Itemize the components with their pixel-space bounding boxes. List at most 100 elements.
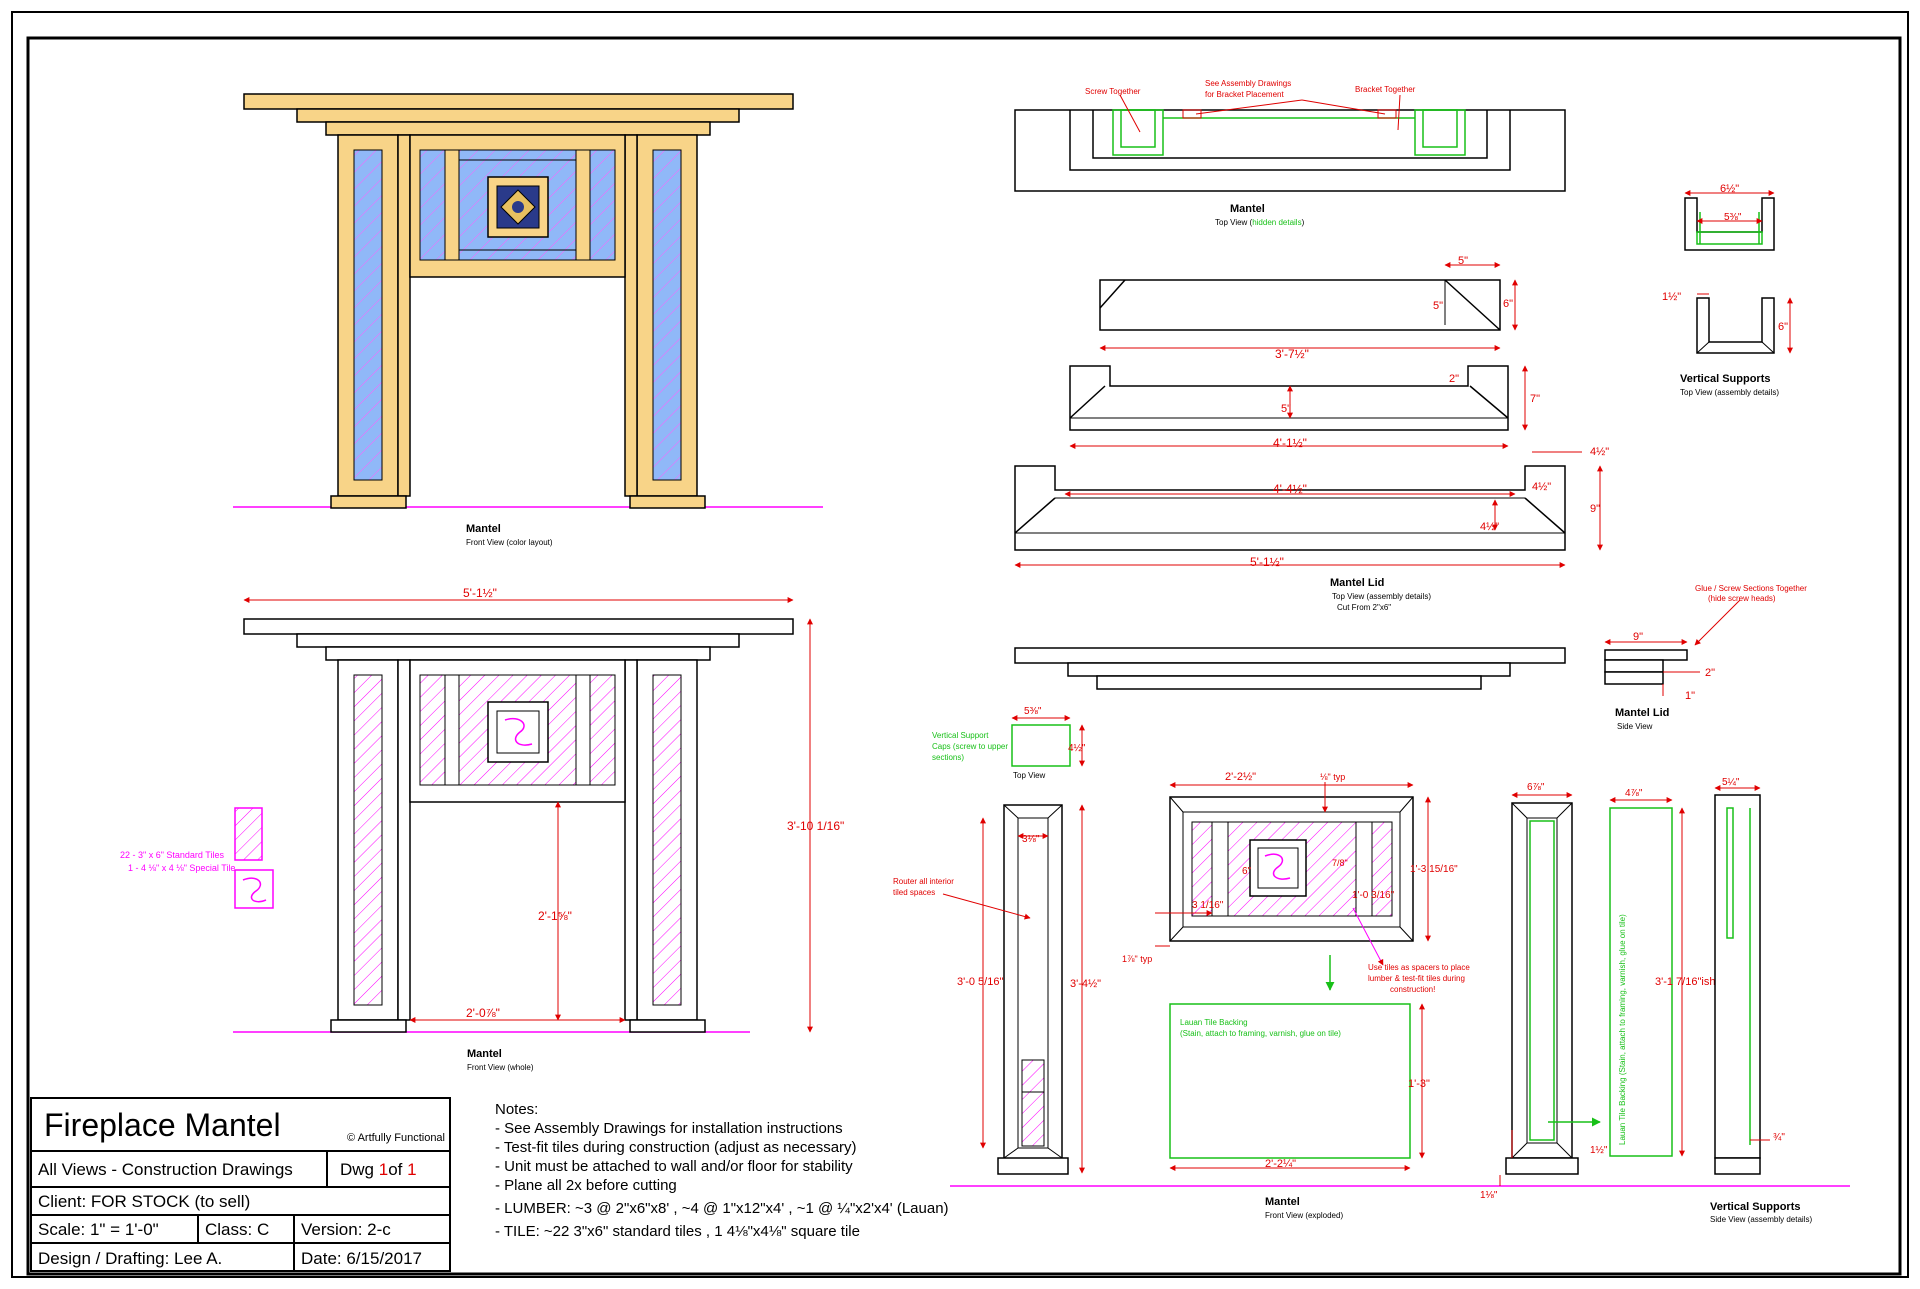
note-item: - Plane all 2x before cutting: [495, 1177, 677, 1194]
dim-vs-top-depth: 6": [1778, 321, 1788, 333]
dim-col-inner-w: 3⅛": [1022, 834, 1040, 845]
dim-lid1-tab-w: 5": [1458, 255, 1468, 267]
dim-vs3-top: 4⅞": [1625, 788, 1643, 799]
note-lauan-1: Lauan Tile Backing: [1180, 1018, 1248, 1027]
note-cap-3: sections): [932, 753, 964, 762]
vs-top-subtitle: Top View (assembly details): [1680, 388, 1779, 397]
top-view-subtitle: Top View (hidden details): [1215, 218, 1305, 227]
dim-panel-w: 2'-2½": [1225, 771, 1256, 783]
dim-panel-bottom: 1⅞" typ: [1122, 954, 1152, 964]
dim-vs2-top: 6⅞": [1527, 782, 1545, 793]
mantel-side-view: 9" 2" 1" Glue / Screw Sections Together …: [1014, 584, 1807, 731]
outer-border: [11, 11, 1909, 1278]
dim-col-outer-h: 3'-4½": [1070, 978, 1101, 990]
dim-side-1: 1": [1685, 690, 1695, 702]
dim-lid1-tab-h: 5": [1433, 300, 1443, 312]
note-cap-2: Caps (screw to upper: [932, 742, 1008, 751]
dim-vs4-top: 5¼": [1722, 776, 1740, 788]
note-cap-1: Vertical Support: [932, 731, 989, 740]
note-item: - TILE: ~22 3"x6" standard tiles , 1 4⅛"…: [495, 1223, 860, 1240]
exploded-subtitle: Front View (exploded): [1265, 1211, 1343, 1220]
front-whole-subtitle: Front View (whole): [467, 1063, 534, 1072]
dim-lid2-len: 4'-1½": [1273, 436, 1307, 450]
lid-side-title: Mantel Lid: [1615, 707, 1669, 719]
note-screw-together: Screw Together: [1085, 87, 1141, 96]
note-spacer-2: lumber & test-fit tiles during: [1368, 974, 1465, 983]
dim-vs-top-inner: 5⅜": [1724, 212, 1742, 223]
note-router-1: Router all interior: [893, 877, 954, 886]
note-item: - See Assembly Drawings for installation…: [495, 1120, 843, 1137]
dim-col-inner-h: 3'-0 5/16": [957, 976, 1003, 988]
vs-top-title: Vertical Supports: [1680, 373, 1770, 385]
dim-backing-w: 2'-2¼": [1265, 1158, 1296, 1170]
note-glue-screw-2: (hide screw heads): [1708, 594, 1776, 603]
vertical-supports-top-view: 6½" 5⅜" 1½" 6" Vertical Supports Top Vie…: [1662, 183, 1793, 397]
client-field: Client: FOR STOCK (to sell): [38, 1191, 251, 1211]
front-color-title: Mantel: [466, 523, 501, 535]
dim-vs3-h: 3'-1 7/16"ish: [1655, 976, 1715, 988]
dim-side-2: 2": [1705, 667, 1715, 679]
copyright-note: © Artfully Functional: [347, 1132, 445, 1144]
vs-side-title: Vertical Supports: [1710, 1201, 1800, 1213]
mantel-lid-top-view: 5" 5" 6" 3'-7½" 2" 5" 7" 4'-1½" 4'-4½" 4…: [1014, 255, 1609, 612]
notes-heading: Notes:: [495, 1101, 539, 1118]
front-view-color: Mantel Front View (color layout): [233, 93, 823, 547]
tiles-note-2: 1 - 4 ⅛" x 4 ⅛" Special Tile: [128, 863, 235, 873]
dim-overall-width: 5'-1½": [463, 586, 497, 600]
note-item: - Test-fit tiles during construction (ad…: [495, 1139, 857, 1156]
title-block: Fireplace Mantel © Artfully Functional A…: [30, 1097, 451, 1272]
mantel-top-view: Screw Together See Assembly Drawings for…: [1014, 79, 1566, 227]
drawing-number: Dwg 1 of 1: [340, 1159, 417, 1179]
vs-side-subtitle: Side View (assembly details): [1710, 1215, 1812, 1224]
dim-opening-height: 2'-1⅝": [538, 909, 572, 923]
note-lauan-vertical: Lauan Tile Backing (Stain, attach to fra…: [1618, 914, 1627, 1145]
dim-lid3-right-mid: 4½": [1532, 481, 1551, 493]
exploded-title: Mantel: [1265, 1196, 1300, 1208]
note-see-assembly-1: See Assembly Drawings: [1205, 79, 1291, 88]
dim-panel-v: 1'-0 3/16": [1352, 890, 1395, 901]
dim-panel-gap: ⅛" typ: [1320, 772, 1345, 782]
date-field: Date: 6/15/2017: [301, 1248, 422, 1268]
tiles-note-1: 22 - 3" x 6" Standard Tiles: [120, 850, 224, 860]
dim-vs2-base-small: 1½": [1590, 1145, 1608, 1156]
scale-field: Scale: 1" = 1'-0": [32, 1216, 199, 1242]
note-spacer-3: construction!: [1390, 985, 1435, 994]
dim-panel-h: 1'-3 15/16": [1410, 864, 1458, 875]
dim-vs-top-wall: 1½": [1662, 291, 1681, 303]
lid-top-title: Mantel Lid: [1330, 577, 1384, 589]
lid-side-subtitle: Side View: [1617, 722, 1653, 731]
version-field: Version: 2-c: [301, 1219, 391, 1239]
note-router-2: tiled spaces: [893, 888, 935, 897]
class-field: Class: C: [199, 1216, 295, 1242]
note-spacer-1: Use tiles as spacers to place: [1368, 963, 1470, 972]
notes-block: Notes: - See Assembly Drawings for insta…: [495, 1100, 949, 1241]
dim-panel-tile: 6": [1242, 866, 1252, 877]
dim-side-width: 9": [1633, 631, 1643, 643]
front-whole-title: Mantel: [467, 1048, 502, 1060]
dim-lid3-depth: 9": [1590, 503, 1600, 515]
cap-top-subtitle: Top View: [1013, 771, 1046, 780]
drawing-title: Fireplace Mantel: [44, 1106, 281, 1143]
note-see-assembly-2: for Bracket Placement: [1205, 90, 1284, 99]
dim-lid3-left-low: 4½": [1480, 521, 1499, 533]
dim-vs-top-width: 6½": [1720, 183, 1739, 195]
note-bracket-together: Bracket Together: [1355, 85, 1416, 94]
dim-lid2-inner: 5": [1281, 403, 1291, 415]
dim-lid2-notch: 2": [1449, 373, 1459, 385]
design-field: Design / Drafting: Lee A.: [32, 1244, 295, 1272]
note-glue-screw-1: Glue / Screw Sections Together: [1695, 584, 1807, 593]
drawing-subtitle: All Views - Construction Drawings: [32, 1152, 328, 1186]
dim-overall-height: 3'-10 1/16": [787, 819, 844, 833]
top-view-title: Mantel: [1230, 203, 1265, 215]
dim-opening-width: 2'-0⅞": [466, 1006, 500, 1020]
inner-border: [26, 36, 1902, 1276]
dim-cap-d: 4½": [1068, 743, 1086, 754]
dim-backing-h: 1'-3": [1408, 1078, 1430, 1090]
dim-lid3-inner-len: 4'-4½": [1273, 482, 1307, 496]
front-color-subtitle: Front View (color layout): [466, 538, 553, 547]
exploded-front-view: 3⅛" 3'-0 5/16" 3'-4½" Router all interio…: [893, 771, 1850, 1224]
dim-lid1-depth: 6": [1503, 298, 1513, 310]
dim-vs2-bottom-small: 1⅛": [1480, 1190, 1498, 1201]
front-view-whole: 5'-1½" 3'-10 1/16" 2'-1⅝" 2'-0⅞" 22 - 3"…: [120, 586, 844, 1072]
